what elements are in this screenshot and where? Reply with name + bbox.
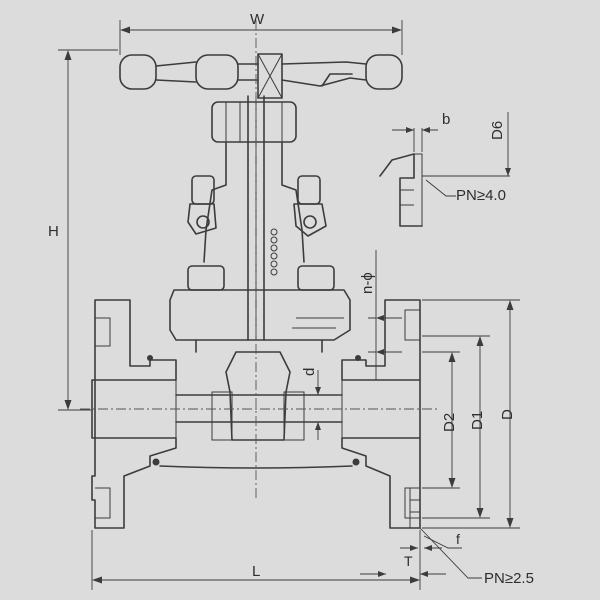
label-bolt-circle: D1: [469, 411, 486, 430]
handwheel: [119, 53, 403, 99]
yoke: [147, 95, 361, 361]
dimension-d1: [422, 335, 490, 519]
dimension-bolt-holes: [368, 250, 402, 380]
label-raised-face: D2: [441, 413, 458, 432]
dimension-d: [422, 299, 520, 529]
dimension-l: [91, 530, 446, 590]
label-bore: d: [301, 368, 318, 376]
label-raised-face-height: f: [456, 531, 460, 547]
label-bolt-holes: n-ϕ: [359, 272, 376, 294]
label-groove-width: b: [442, 111, 450, 128]
dimension-d2: [422, 351, 460, 489]
label-groove-diameter: D6: [489, 121, 506, 140]
label-pressure-high: PN≥4.0: [456, 187, 506, 204]
label-flange-thickness: T: [404, 553, 413, 569]
label-flange-diameter: D: [499, 409, 516, 420]
label-height: H: [48, 223, 59, 240]
dimension-bore: [306, 370, 330, 440]
dimension-w: [119, 20, 403, 55]
groove-detail: [379, 112, 511, 227]
label-length: L: [252, 563, 260, 580]
label-width: W: [250, 11, 265, 28]
label-pressure-low: PN≥2.5: [484, 570, 534, 587]
stem-beads: [270, 228, 278, 276]
flange-face-detail: [400, 488, 482, 579]
dimension-h: [58, 49, 118, 411]
valve-body: [91, 299, 421, 529]
